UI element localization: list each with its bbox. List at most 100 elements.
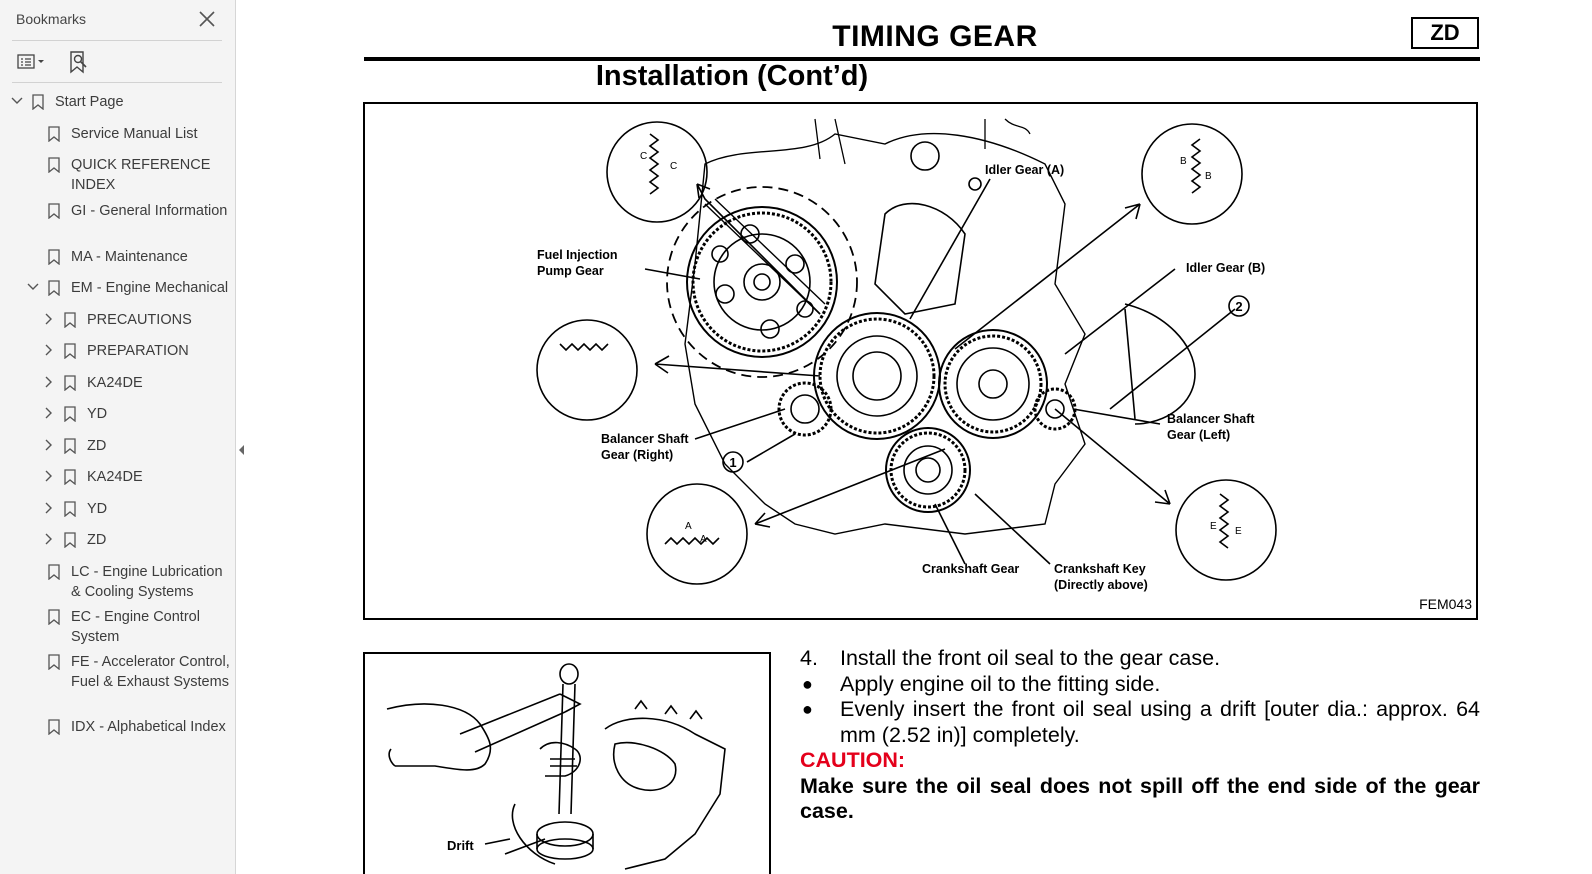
drift-drawing: Drift	[386, 663, 726, 870]
bookmark-item[interactable]: YD	[0, 499, 236, 519]
instruction-text: 4. Install the front oil seal to the gea…	[800, 646, 1480, 825]
bookmark-label: QUICK REFERENCE INDEX	[71, 157, 211, 193]
bullet-marker: ●	[802, 699, 813, 719]
label-balancer-right-line1: Balancer Shaft	[601, 432, 689, 446]
bookmark-label: ZD	[87, 438, 107, 454]
caution-heading: CAUTION:	[800, 748, 906, 772]
bookmark-item[interactable]: EM - Engine Mechanical	[0, 278, 236, 298]
chevron-right-icon[interactable]	[42, 438, 56, 452]
collapse-panel-icon[interactable]	[237, 442, 247, 458]
bookmark-label: GI - General Information	[71, 203, 228, 219]
chevron-right-icon[interactable]	[42, 375, 56, 389]
bookmark-icon	[47, 564, 61, 581]
bookmark-item[interactable]: FE - Accelerator Control, Fuel & Exhaust…	[0, 652, 236, 692]
label-balancer-left-line1: Balancer Shaft	[1167, 412, 1255, 426]
detail-mark-e: E	[1210, 521, 1217, 532]
bookmark-item[interactable]: KA24DE	[0, 467, 236, 487]
bookmark-label: YD	[87, 501, 108, 517]
chevron-right-icon[interactable]	[42, 469, 56, 483]
bookmark-icon	[63, 406, 77, 423]
bookmark-item[interactable]: PREPARATION	[0, 341, 236, 361]
bookmark-options-icon[interactable]	[16, 51, 50, 73]
bullet-text: Apply engine oil to the fitting side.	[840, 671, 1161, 696]
bullet-item: ● Evenly insert the front oil seal using…	[800, 697, 1480, 748]
bookmark-label: Start Page	[55, 94, 124, 110]
bookmark-item[interactable]: EC - Engine Control System	[0, 607, 236, 647]
page-subtitle-text: Installation (Cont’d)	[595, 60, 869, 92]
detail-mark-a: A	[700, 534, 707, 545]
chevron-right-icon[interactable]	[42, 406, 56, 420]
bookmark-item[interactable]: Start Page	[0, 92, 236, 112]
bookmarks-title: Bookmarks	[16, 11, 87, 27]
label-crankshaft-gear: Crankshaft Gear	[922, 562, 1020, 576]
bookmark-label: PREPARATION	[87, 343, 189, 359]
bookmark-label: EM - Engine Mechanical	[71, 280, 229, 296]
bookmark-icon	[63, 375, 77, 392]
bookmark-label: EC - Engine Control System	[71, 609, 200, 645]
bookmark-icon	[63, 532, 77, 549]
bookmark-icon	[47, 719, 61, 736]
bookmark-icon	[63, 343, 77, 360]
chevron-down-icon[interactable]	[26, 280, 40, 294]
step-text: Install the front oil seal to the gear c…	[840, 646, 1221, 670]
bookmark-icon	[63, 501, 77, 518]
bookmark-item[interactable]: QUICK REFERENCE INDEX	[0, 155, 236, 195]
bookmark-label: Service Manual List	[71, 126, 198, 142]
divider	[12, 40, 222, 41]
chevron-right-icon[interactable]	[42, 501, 56, 515]
bookmark-label: KA24DE	[87, 375, 143, 391]
bookmark-item[interactable]: GI - General Information	[0, 201, 236, 221]
bookmark-label: PRECAUTIONS	[87, 312, 192, 328]
bookmark-item[interactable]: PRECAUTIONS	[0, 310, 236, 330]
callout-1: 1	[729, 455, 736, 470]
bookmark-item[interactable]: KA24DE	[0, 373, 236, 393]
bookmark-icon	[47, 249, 61, 266]
divider	[12, 82, 222, 83]
bookmark-label: YD	[87, 406, 108, 422]
label-idler-gear-b: Idler Gear (B)	[1186, 261, 1266, 275]
close-icon[interactable]	[196, 8, 218, 30]
bookmark-item[interactable]: IDX - Alphabetical Index	[0, 717, 236, 737]
bookmark-icon	[47, 654, 61, 671]
label-idler-gear-a: Idler Gear (A)	[985, 163, 1065, 177]
bookmark-label: MA - Maintenance	[71, 249, 188, 265]
label-fuel-pump-line2: Pump Gear	[537, 264, 604, 278]
bookmark-icon	[63, 312, 77, 329]
label-crankshaft-key-line1: Crankshaft Key	[1054, 562, 1146, 576]
timing-gear-figure: 2 1 C C B B A A E E Idler Gear (A) Idler…	[363, 102, 1478, 620]
bookmarks-toolbar	[0, 41, 236, 83]
find-bookmark-icon[interactable]	[66, 49, 92, 75]
bookmarks-header: Bookmarks	[0, 0, 236, 40]
bookmark-item[interactable]: ZD	[0, 436, 236, 456]
chevron-down-icon[interactable]	[10, 94, 24, 108]
label-balancer-right-line2: Gear (Right)	[601, 448, 674, 462]
bookmark-icon	[63, 469, 77, 486]
label-drift: Drift	[447, 838, 474, 853]
chevron-right-icon[interactable]	[42, 343, 56, 357]
bookmark-label: IDX - Alphabetical Index	[71, 719, 226, 735]
callout-2: 2	[1235, 299, 1242, 314]
chevron-right-icon[interactable]	[42, 312, 56, 326]
bookmark-item[interactable]: Service Manual List	[0, 124, 236, 144]
bullet-marker: ●	[802, 673, 813, 694]
detail-mark-b: B	[1205, 171, 1212, 182]
bookmark-item[interactable]: YD	[0, 404, 236, 424]
label-balancer-left-line2: Gear (Left)	[1167, 428, 1231, 442]
bullet-text: Evenly insert the front oil seal using a…	[840, 697, 1480, 747]
label-crankshaft-key-line2: (Directly above)	[1054, 578, 1148, 592]
bookmark-icon	[47, 203, 61, 220]
bookmark-icon	[47, 157, 61, 174]
document-page: TIMING GEAR ZD Installation (Cont’d)	[248, 0, 1592, 874]
bookmark-item[interactable]: LC - Engine Lubrication & Cooling System…	[0, 562, 236, 602]
drift-figure: Drift	[363, 652, 771, 874]
section-code-badge: ZD	[1411, 17, 1479, 49]
bookmark-icon	[63, 438, 77, 455]
detail-mark-e: E	[1235, 526, 1242, 537]
timing-gear-drawing: 2 1 C C B B A A E E	[536, 118, 1277, 585]
bookmark-item[interactable]: ZD	[0, 530, 236, 550]
chevron-right-icon[interactable]	[42, 532, 56, 546]
bookmark-item[interactable]: MA - Maintenance	[0, 247, 236, 267]
detail-mark-c: C	[670, 161, 677, 172]
bookmark-icon	[47, 126, 61, 143]
